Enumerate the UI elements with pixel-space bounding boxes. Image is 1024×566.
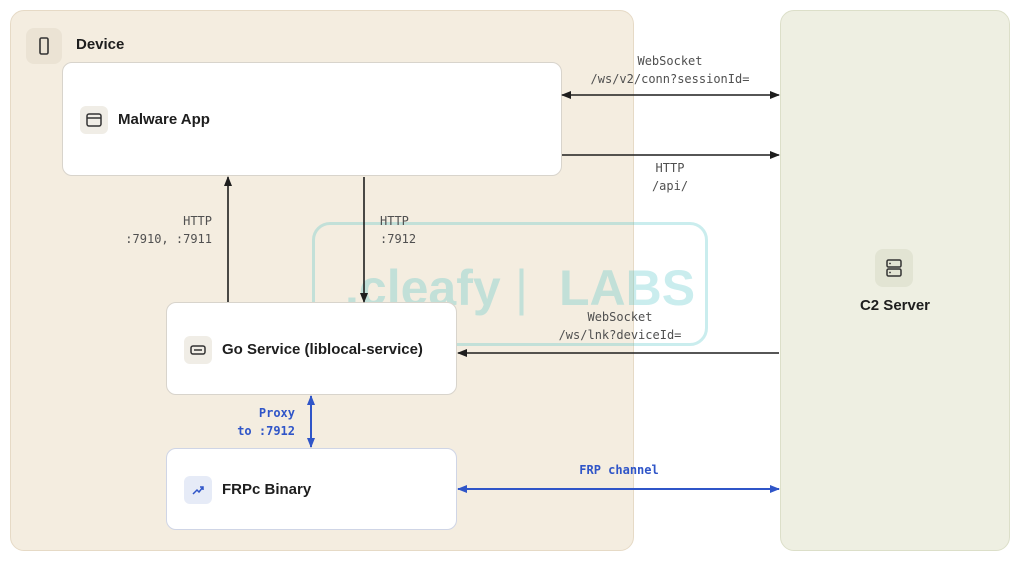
- ws-conn-label-protocol: WebSocket: [637, 54, 703, 68]
- frpc-binary-node: FRPc Binary: [166, 448, 457, 530]
- cleafy-labs-watermark: .cleafy | LABS: [312, 222, 708, 346]
- http-7912-label-port: :7912: [380, 232, 417, 246]
- proxy-label-title: Proxy: [258, 406, 295, 420]
- http-api-label-path: /api/: [651, 179, 689, 193]
- window-icon: [80, 106, 108, 134]
- http-7910-label-ports: :7910, :7911: [125, 232, 212, 246]
- trend-icon: [184, 476, 212, 504]
- ws-lnk-label-protocol: WebSocket: [587, 310, 653, 324]
- malware-app-node: Malware App: [62, 62, 562, 176]
- c2-server-title: C2 Server: [859, 297, 931, 314]
- http-7910-label-protocol: HTTP: [183, 214, 212, 228]
- phone-icon: [26, 28, 62, 64]
- server-icon: [875, 249, 913, 287]
- device-title: Device: [76, 36, 125, 53]
- ws-conn-label-path: /ws/v2/conn?sessionId=: [590, 72, 750, 86]
- proxy-label-port: to :7912: [237, 424, 295, 438]
- http-7912-label-protocol: HTTP: [380, 214, 409, 228]
- go-service-label: Go Service (liblocal-service): [222, 341, 423, 358]
- ws-lnk-label-path: /ws/lnk?deviceId=: [558, 328, 682, 342]
- malware-app-label: Malware App: [118, 111, 210, 128]
- watermark-suffix: LABS: [559, 260, 696, 316]
- go-service-node: Go Service (liblocal-service): [166, 302, 457, 395]
- http-api-label-protocol: HTTP: [655, 161, 685, 175]
- watermark-divider: |: [515, 260, 528, 316]
- service-icon: [184, 336, 212, 364]
- frpc-binary-label: FRPc Binary: [222, 481, 312, 498]
- frp-channel-label: FRP channel: [579, 463, 659, 477]
